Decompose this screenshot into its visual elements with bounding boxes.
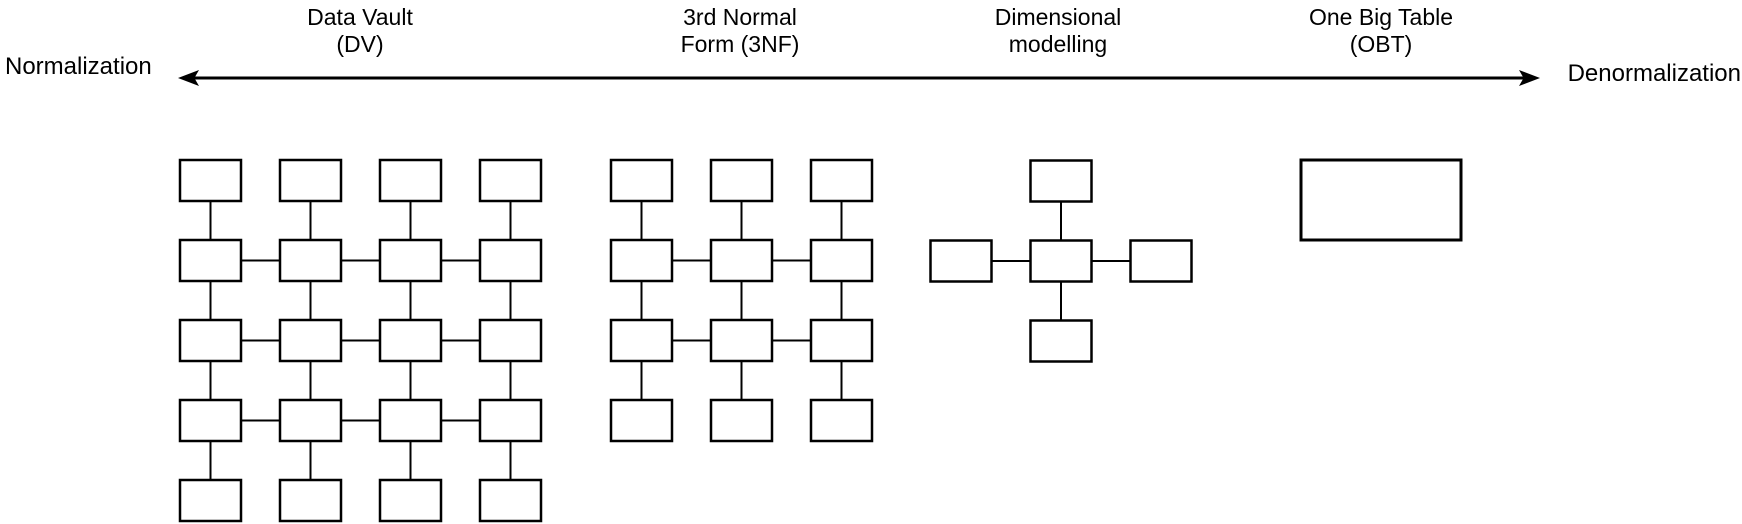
third-normal-form-table-box (809, 318, 874, 363)
data-vault-table-box (278, 398, 343, 443)
dimensional-modelling-fact-table-box (1029, 239, 1093, 283)
arrowhead-left-icon (178, 70, 199, 86)
third-normal-form-table-box (609, 158, 674, 203)
data-vault-table-box (478, 158, 543, 203)
dimensional-modelling-dimension-table-box (929, 239, 993, 283)
data-vault-table-box (178, 318, 243, 363)
data-vault-table-box (378, 238, 443, 283)
third-normal-form-table-box (709, 158, 774, 203)
dimensional-modelling-dimension-table-box (1029, 319, 1093, 363)
third-normal-form-table-box (809, 158, 874, 203)
third-normal-form-table-box (709, 238, 774, 283)
one-big-table-table-box (1299, 158, 1463, 242)
approach-label-line2: modelling (1008, 31, 1108, 57)
data-vault-table-box (378, 398, 443, 443)
third-normal-form-table-box (709, 398, 774, 443)
denormalization-axis-label: Denormalization (1567, 60, 1741, 87)
approach-label-3nf: 3rd Normal Form (3NF) (681, 4, 800, 58)
approach-label-dimensional-modelling: Dimensional modelling (995, 4, 1122, 58)
data-vault-table-box (178, 398, 243, 443)
data-vault-table-box (478, 318, 543, 363)
third-normal-form-table-box (609, 398, 674, 443)
third-normal-form-table-box (809, 398, 874, 443)
arrowhead-right-icon (1519, 70, 1540, 86)
approach-label-line2: (OBT) (1349, 31, 1413, 57)
third-normal-form-table-box (609, 318, 674, 363)
approach-label-line2: Form (3NF) (680, 31, 800, 57)
dimensional-modelling-dimension-table-box (1029, 159, 1093, 203)
data-vault-table-box (478, 478, 543, 523)
approach-label-line1: 3rd Normal (683, 4, 797, 30)
data-vault-table-box (278, 478, 343, 523)
data-vault-table-box (478, 398, 543, 443)
data-vault-table-box (378, 318, 443, 363)
normalization-axis-label: Normalization (5, 53, 152, 80)
data-vault-table-box (178, 238, 243, 283)
data-vault-table-box (278, 318, 343, 363)
approach-label-line1: One Big Table (1308, 4, 1454, 30)
data-vault-table-box (378, 478, 443, 523)
third-normal-form-table-box (609, 238, 674, 283)
third-normal-form-table-box (709, 318, 774, 363)
dimensional-modelling-dimension-table-box (1129, 239, 1193, 283)
approach-label-one-big-table: One Big Table (OBT) (1309, 4, 1453, 58)
data-vault-table-box (178, 158, 243, 203)
data-vault-table-box (478, 238, 543, 283)
approach-label-line1: Dimensional (994, 4, 1122, 30)
approach-label-line2: (DV) (336, 31, 384, 57)
approach-label-data-vault: Data Vault (DV) (307, 4, 413, 58)
data-vault-table-box (278, 158, 343, 203)
data-vault-table-box (278, 238, 343, 283)
data-vault-table-box (378, 158, 443, 203)
data-vault-table-box (178, 478, 243, 523)
third-normal-form-table-box (809, 238, 874, 283)
approach-label-line1: Data Vault (307, 4, 413, 30)
